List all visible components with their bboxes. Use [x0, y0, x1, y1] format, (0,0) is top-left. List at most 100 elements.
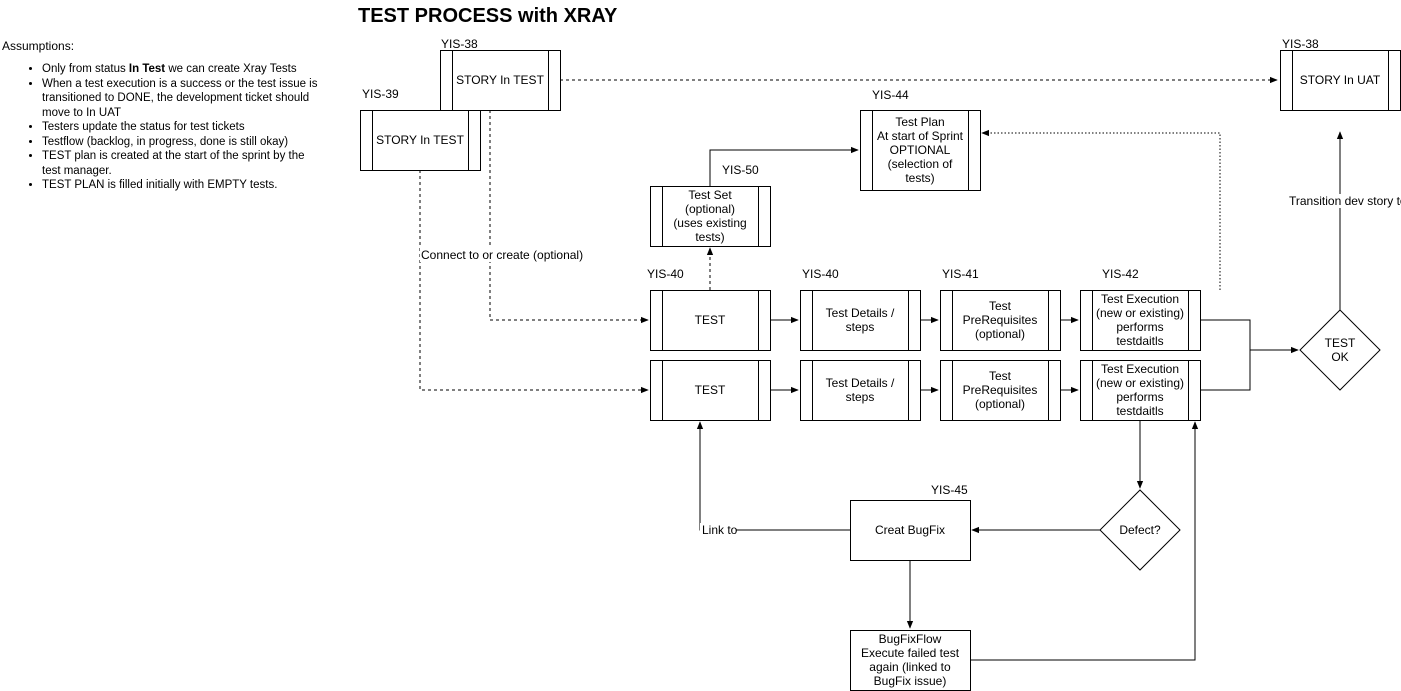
node-label: tests)	[905, 171, 934, 185]
node-label: performs	[1116, 320, 1163, 334]
assumption-item: TEST PLAN is filled initially with EMPTY…	[42, 178, 322, 193]
node-shape	[1080, 290, 1201, 351]
edge-label-link-to: Link to	[702, 523, 738, 537]
node-label: Test Plan	[895, 115, 944, 129]
edge-set-to-plan	[709, 146, 859, 186]
node-shape	[800, 360, 921, 421]
edge-flow-to-exec2	[970, 421, 1199, 661]
decision-shape	[1099, 489, 1181, 571]
node-shape	[650, 360, 771, 421]
node-label: testdaitls	[1116, 334, 1163, 348]
node-shape	[1280, 50, 1401, 111]
node-label: performs	[1116, 390, 1163, 404]
node-shape	[940, 290, 1061, 351]
decision-shape	[1299, 309, 1381, 391]
node-label: (new or existing)	[1096, 306, 1184, 320]
issue-key: YIS-40	[802, 267, 839, 281]
node-story-test-main: STORY In TEST YIS-38	[440, 37, 561, 111]
node-label: At start of Sprint	[877, 129, 964, 143]
node-test-1: TEST YIS-40	[647, 267, 771, 351]
node-label: OPTIONAL	[890, 143, 951, 157]
issue-key: YIS-39	[362, 87, 399, 101]
edge-story-to-test-1	[489, 110, 649, 324]
node-test-2: TEST	[650, 360, 771, 421]
issue-key: YIS-38	[441, 37, 478, 51]
node-label: steps	[846, 320, 875, 334]
node-label: Test Execution	[1101, 362, 1179, 376]
node-label: testdaitls	[1116, 404, 1163, 418]
node-label: BugFix issue)	[874, 674, 947, 688]
issue-key: YIS-41	[942, 267, 979, 281]
node-label: tests)	[695, 230, 724, 244]
node-shape	[1080, 360, 1201, 421]
node-label: PreRequisites	[963, 313, 1038, 327]
node-label: (selection of	[888, 157, 953, 171]
node-label: TEST	[695, 383, 726, 397]
edge-label-connect: Connect to or create (optional)	[421, 248, 583, 262]
edge-label-transition: Transition dev story to	[1289, 194, 1401, 208]
issue-key: YIS-38	[1282, 37, 1319, 51]
assumption-item: Testers update the status for test ticke…	[42, 120, 322, 135]
node-shape	[860, 110, 981, 191]
node-shape	[850, 500, 971, 561]
node-label: (optional)	[685, 202, 735, 216]
node-label: steps	[846, 390, 875, 404]
node-label: Test Details /	[826, 376, 895, 390]
issue-key: YIS-45	[931, 483, 968, 497]
node-shape	[650, 290, 771, 351]
assumptions-heading: Assumptions:	[2, 39, 75, 53]
assumption-item: TEST plan is created at the start of the…	[42, 149, 322, 178]
node-label: OK	[1331, 350, 1348, 364]
node-exec-1: Test Execution(new or existing)performst…	[1080, 267, 1201, 351]
node-label: (uses existing	[673, 216, 746, 230]
node-details-1: Test Details /steps YIS-40	[800, 267, 921, 351]
node-label: Test	[989, 299, 1012, 313]
node-details-2: Test Details /steps	[800, 360, 921, 421]
node-exec-2: Test Execution(new or existing)performst…	[1080, 360, 1201, 421]
issue-key: YIS-50	[722, 163, 759, 177]
node-label: Defect?	[1119, 523, 1161, 537]
node-shape	[650, 186, 771, 247]
node-label: STORY In TEST	[456, 73, 544, 87]
edge-exec1-ok	[1200, 319, 1299, 354]
issue-key: YIS-40	[647, 267, 684, 281]
node-story-uat: STORY In UAT YIS-38	[1280, 37, 1401, 111]
node-label: Test Details /	[826, 306, 895, 320]
assumption-item: When a test execution is a success or th…	[42, 77, 322, 121]
node-shape	[440, 50, 561, 111]
node-label: (new or existing)	[1096, 376, 1184, 390]
node-label: (optional)	[975, 327, 1025, 341]
node-label: Execute failed test	[861, 646, 960, 660]
node-defect: Defect?	[1099, 489, 1181, 571]
node-shape	[940, 360, 1061, 421]
node-label: STORY In UAT	[1300, 73, 1381, 87]
node-label: (optional)	[975, 397, 1025, 411]
issue-key: YIS-44	[872, 88, 909, 102]
node-label: Test	[989, 369, 1012, 383]
node-shape	[850, 630, 971, 691]
edge-story-to-test-2	[419, 170, 649, 394]
edge-exec2-ok	[1200, 350, 1251, 391]
node-label: BugFixFlow	[879, 632, 942, 646]
edge-exec-to-plan	[981, 129, 1221, 290]
issue-key: YIS-42	[1102, 267, 1139, 281]
diagram-title: TEST PROCESS with XRAY	[358, 5, 618, 27]
assumptions-list: Only from status In Test we can create X…	[26, 62, 322, 193]
node-shape	[360, 110, 481, 171]
node-label: STORY In TEST	[376, 133, 464, 147]
node-label: TEST	[1325, 336, 1356, 350]
node-story-test-sub: STORY In TEST YIS-39	[360, 87, 481, 171]
node-label: again (linked to	[869, 660, 951, 674]
node-label: PreRequisites	[963, 383, 1038, 397]
node-shape	[800, 290, 921, 351]
node-label: Test Set	[688, 188, 732, 202]
node-label: TEST	[695, 313, 726, 327]
